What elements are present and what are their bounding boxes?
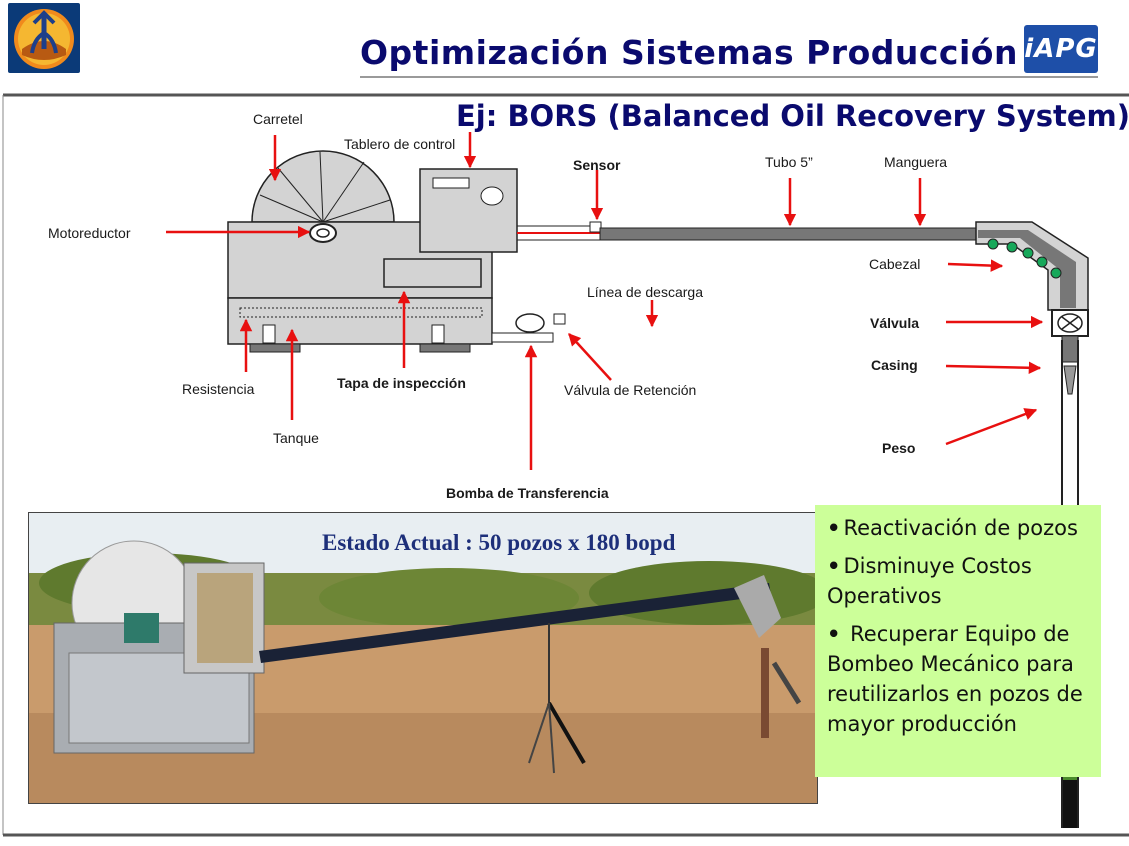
bullet-text: Reactivación de pozos xyxy=(843,516,1078,540)
bullet-item: • Recuperar Equipo de Bombeo Mecánico pa… xyxy=(827,622,1083,736)
label-tubo: Tubo 5” xyxy=(765,154,813,170)
transfer-pump xyxy=(515,313,545,333)
bullet-item: •Reactivación de pozos xyxy=(827,516,1078,540)
label-tapa: Tapa de inspección xyxy=(337,375,466,391)
label-valvula-retencion: Válvula de Retención xyxy=(564,382,697,398)
heater-element xyxy=(239,307,483,318)
field-photo xyxy=(28,512,818,804)
label-valvula: Válvula xyxy=(870,315,920,331)
label-linea-descarga: Línea de descarga xyxy=(587,284,703,300)
label-cabezal: Cabezal xyxy=(869,256,921,272)
label-bomba: Bomba de Transferencia xyxy=(446,485,609,501)
inspection-cover xyxy=(383,258,482,288)
photo-caption: Estado Actual : 50 pozos x 180 bopd xyxy=(322,530,676,555)
label-tablero: Tablero de control xyxy=(344,136,456,152)
bullet-item: •Disminuye Costos Operativos xyxy=(827,554,1032,608)
label-resistencia: Resistencia xyxy=(182,381,255,397)
reel xyxy=(251,150,395,223)
tube-5in xyxy=(599,227,981,241)
check-valve xyxy=(553,313,566,325)
bullet-text: Disminuye Costos Operativos xyxy=(827,554,1032,608)
callout-arrows xyxy=(166,132,1044,470)
label-peso: Peso xyxy=(882,440,916,456)
slide-subtitle: Ej: BORS (Balanced Oil Recovery System) xyxy=(456,99,1129,133)
bullet-text: Recuperar Equipo de Bombeo Mecánico para… xyxy=(827,622,1083,736)
label-sensor: Sensor xyxy=(573,157,621,173)
page-title: Optimización Sistemas Producción xyxy=(360,33,1018,72)
company-logo xyxy=(8,3,80,73)
label-carretel: Carretel xyxy=(253,111,303,127)
benefits-box: •Reactivación de pozos •Disminuye Costos… xyxy=(815,505,1101,777)
label-motoreductor: Motoreductor xyxy=(48,225,131,241)
label-casing: Casing xyxy=(871,357,918,373)
label-tanque: Tanque xyxy=(273,430,319,446)
iapg-logo: iAPG xyxy=(1024,25,1098,73)
label-manguera: Manguera xyxy=(884,154,948,170)
sensor-box xyxy=(589,221,602,233)
gear-motor xyxy=(309,223,337,243)
weight xyxy=(1063,365,1077,395)
